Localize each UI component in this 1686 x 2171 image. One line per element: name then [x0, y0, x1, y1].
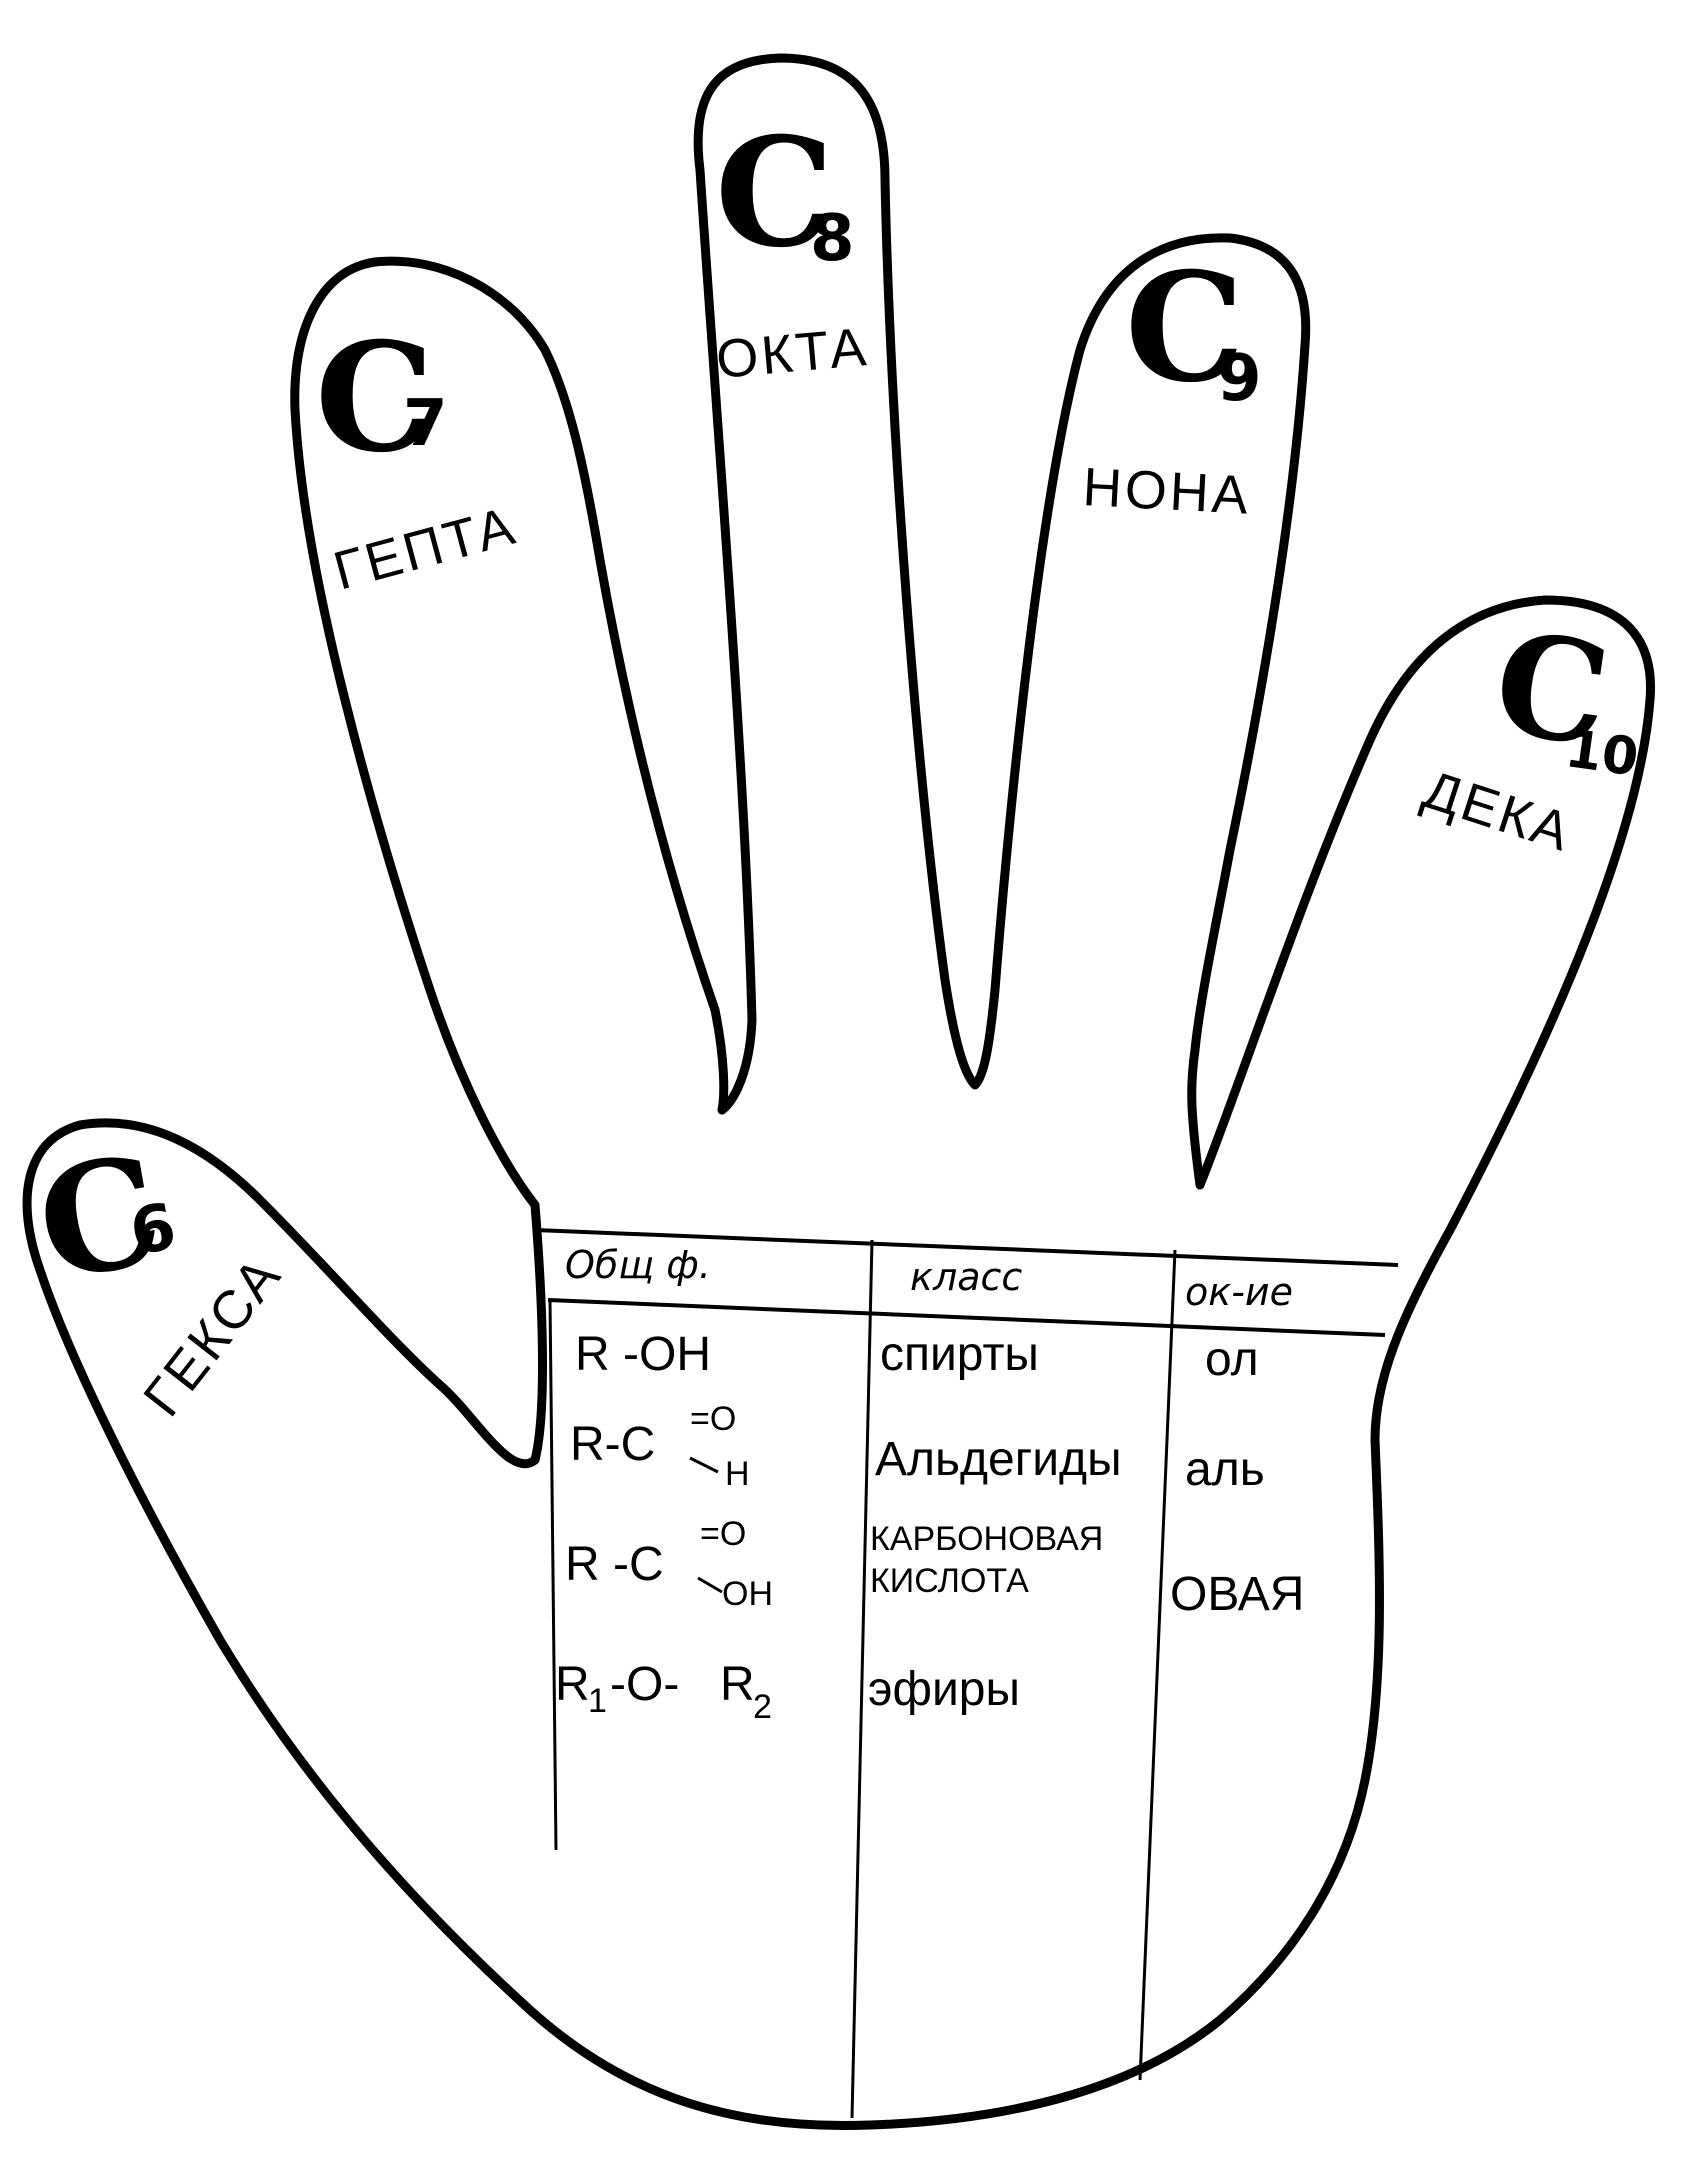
bond-line — [689, 1456, 719, 1474]
table-row: R-C =O H Альдегиды аль — [570, 1400, 1265, 1496]
hand-outline — [22, 53, 1656, 2130]
header-general-formula: Общ ф. — [565, 1243, 711, 1287]
row-formula-r1-sub: 1 — [588, 1682, 607, 1720]
carbon-symbol: C — [315, 310, 434, 486]
table-left-line — [548, 1299, 558, 1851]
row-formula: R -C — [565, 1538, 664, 1591]
row-ending: аль — [1185, 1443, 1265, 1496]
carbon-subscript: 9 — [1217, 342, 1262, 416]
row-formula-r2: R — [720, 1658, 755, 1711]
row-formula-mid: -O- — [610, 1658, 679, 1711]
row-ending: ол — [1205, 1333, 1259, 1386]
table-column-divider-2 — [1138, 1249, 1177, 2081]
row-formula: R-C — [570, 1418, 655, 1471]
row-formula-bottom: H — [725, 1455, 750, 1493]
carbon-symbol: C — [1485, 601, 1618, 779]
ring-finger-label: C 9 НОНА — [1081, 240, 1261, 526]
bond-line — [697, 1576, 723, 1594]
row-class-line-2: КИСЛОТА — [870, 1562, 1029, 1600]
finger-prefix: НОНА — [1081, 457, 1252, 526]
table-column-divider-1 — [850, 1239, 874, 2119]
carbon-subscript: 7 — [403, 387, 448, 461]
row-class: эфиры — [868, 1663, 1020, 1716]
table-row: R -OH спирты ол — [575, 1328, 1259, 1386]
row-class: спирты — [880, 1328, 1039, 1381]
table-top-line — [534, 1228, 1399, 1267]
finger-prefix: ОКТА — [714, 317, 871, 390]
header-ending: ок-ие — [1185, 1270, 1293, 1314]
carbon-subscript: 10 — [1562, 719, 1642, 788]
row-formula-r2-sub: 2 — [753, 1688, 772, 1726]
table-row: R 1 -O- R 2 эфиры — [555, 1658, 1020, 1726]
row-formula-top: =O — [700, 1515, 746, 1553]
table-row: R -C =O OH КАРБОНОВАЯ КИСЛОТА ОВАЯ — [565, 1515, 1304, 1621]
table-header-line — [547, 1298, 1386, 1337]
middle-finger-label: C 8 ОКТА — [714, 105, 871, 390]
row-formula-top: =O — [690, 1400, 736, 1438]
carbon-symbol: C — [1125, 240, 1244, 416]
row-formula-r1: R — [555, 1658, 590, 1711]
row-formula: R -OH — [575, 1328, 711, 1381]
carbon-symbol: C — [715, 105, 834, 281]
row-formula-bottom: OH — [722, 1575, 773, 1613]
row-class: КАРБОНОВАЯ — [870, 1520, 1103, 1558]
carbon-subscript: 8 — [810, 202, 855, 276]
header-class: класс — [910, 1255, 1022, 1299]
row-ending: ОВАЯ — [1170, 1568, 1304, 1621]
row-class: Альдегиды — [875, 1433, 1122, 1486]
